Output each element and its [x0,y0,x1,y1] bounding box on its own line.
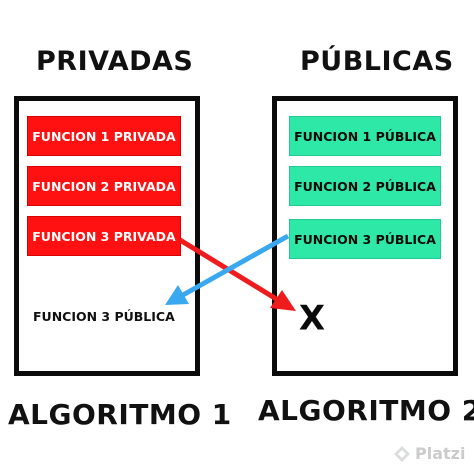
public-function-2: FUNCION 2 PÚBLICA [289,166,441,206]
heading-privadas: PRIVADAS [36,46,194,77]
public-function-3: FUNCION 3 PÚBLICA [289,219,441,259]
platzi-watermark: Platzi [394,444,465,463]
watermark-text: Platzi [415,444,466,463]
platzi-logo-icon [394,445,410,462]
private-function-2: FUNCION 2 PRIVADA [27,166,181,206]
private-function-3: FUNCION 3 PRIVADA [27,216,181,256]
received-public-function-label: FUNCION 3 PÚBLICA [33,309,175,324]
heading-publicas: PÚBLICAS [300,46,454,77]
heading-algoritmo-2: ALGORITMO 2 [258,394,474,427]
public-function-1: FUNCION 1 PÚBLICA [289,116,441,156]
heading-algoritmo-1: ALGORITMO 1 [8,398,232,431]
private-function-1: FUNCION 1 PRIVADA [27,116,181,156]
